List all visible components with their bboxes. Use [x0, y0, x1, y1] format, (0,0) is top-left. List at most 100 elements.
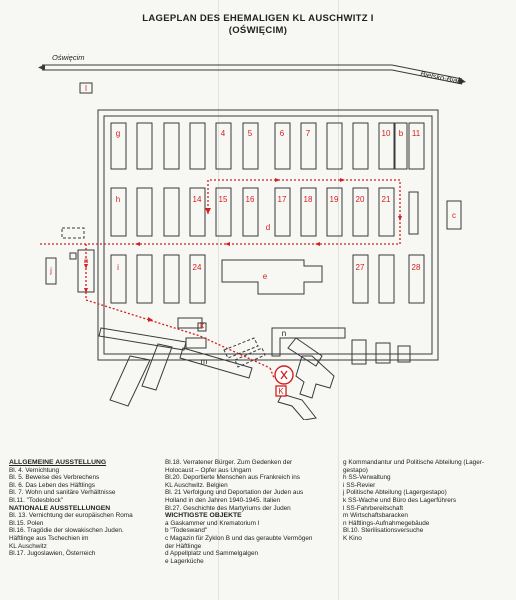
- map-label: n: [282, 329, 286, 338]
- arrow-left-icon: [38, 64, 45, 71]
- legend-item: Bl. 5. Beweise des Verbrechens: [9, 474, 100, 482]
- object-n-reception-building: [271, 327, 411, 420]
- map-label: k: [200, 321, 205, 330]
- map-label: 7: [306, 129, 311, 138]
- map-label: l: [85, 84, 87, 93]
- legend-heading-objects: WICHTIGSTE OBJEKTE: [165, 512, 242, 520]
- map-label: b: [399, 129, 404, 138]
- legend-item: Bl.16. Tragödie der slowakischen Juden.: [9, 527, 124, 535]
- map-label: 15: [219, 195, 228, 204]
- entrance-symbol-icon: [280, 370, 288, 380]
- legend-item: c Magazin für Zyklon B und das geraubte …: [165, 534, 313, 542]
- arrow-right-icon: [458, 77, 466, 84]
- legend-item: Bl.15. Polen: [9, 519, 44, 527]
- legend-item: KL Auschwitz: [9, 542, 47, 550]
- legend-item: Häftlinge aus Tschechien im: [9, 534, 89, 542]
- legend-list-national: Bl. 13. Vernichtung der europäischen Rom…: [9, 512, 133, 558]
- object-c-building: [446, 200, 462, 230]
- map-label: 21: [382, 195, 391, 204]
- legend-list-objects-cont: g Kommandantur und Politische Abteilung …: [343, 459, 484, 543]
- legend-item: j Politische Abteilung (Lagergestapo): [343, 489, 447, 497]
- demolished-building: [61, 227, 85, 239]
- visitor-route: [40, 179, 401, 379]
- legend-item: Holocaust – Opfer aus Ungarn: [165, 466, 252, 474]
- legend-item: K Kino: [343, 534, 362, 542]
- object-j-building: [45, 257, 57, 285]
- road-label-bielsko-biala: Bielsko-Biała: [420, 69, 464, 86]
- legend-heading-national: NATIONALE AUSSTELLUNGEN: [9, 504, 111, 512]
- camp-kitchen-building: [221, 259, 323, 295]
- legend-item: i SS-Revier: [343, 481, 376, 489]
- legend-item: Holland in den Jahren 1940-1945. Italien: [165, 496, 281, 504]
- legend-item: Bl.18. Verratener Bürger. Zum Gedenken d…: [165, 459, 293, 466]
- object-l-building: [79, 82, 93, 94]
- map-label: m: [201, 357, 208, 366]
- map-label: 10: [382, 129, 391, 138]
- map-label: 11: [412, 129, 421, 138]
- map-label: g: [116, 129, 120, 138]
- legend-column-2: Bl.18. Verratener Bürger. Zum Gedenken d…: [165, 459, 312, 565]
- outer-fence: [97, 109, 439, 361]
- map-label: 20: [356, 195, 365, 204]
- map-label: 17: [278, 195, 287, 204]
- legend-item: g Kommandantur und Politische Abteilung …: [343, 459, 485, 466]
- legend-item: Bl. 13. Vernichtung der europäischen Rom…: [9, 512, 133, 520]
- map-label: 24: [193, 263, 202, 272]
- cinema-marker: [275, 385, 287, 397]
- legend-item: Bl.10. Sterilisationsversuche: [343, 527, 424, 535]
- map-label: 28: [412, 263, 421, 272]
- legend-item: Bl.20. Deportierte Menschen aus Frankrei…: [165, 474, 300, 482]
- map-label: 5: [248, 129, 253, 138]
- legend-item: Bl.17. Jugoslawien, Österreich: [9, 550, 96, 558]
- map-title: LAGEPLAN DES EHEMALIGEN KL AUSCHWITZ I (…: [0, 13, 516, 37]
- map-label: d: [266, 223, 270, 232]
- legend-column-3: g Kommandantur und Politische Abteilung …: [343, 459, 484, 543]
- map-label: 14: [193, 195, 202, 204]
- inner-fence: [103, 115, 433, 355]
- legend-item: l SS-Fahrbereitschaft: [343, 504, 404, 512]
- map-label: j: [49, 266, 52, 275]
- blocks-top-row: [110, 122, 425, 170]
- blocks-bottom-row: [110, 254, 425, 304]
- legend-item: KL Auschwitz. Belgien: [165, 481, 228, 489]
- road-label-oswiecim: Oświęcim: [52, 53, 85, 62]
- map-label: 18: [304, 195, 313, 204]
- legend-item: Bl.27. Geschichte des Martyriums der Jud…: [165, 504, 291, 512]
- legend-item: der Häftlinge: [165, 542, 202, 550]
- economic-barracks: [98, 317, 253, 407]
- legend-item: gestapo): [343, 466, 368, 474]
- map-label: 16: [246, 195, 255, 204]
- paper-fold-line: [338, 0, 339, 600]
- legend-column-1: ALLGEMEINE AUSSTELLUNG Bl. 4. Vernichtun…: [9, 459, 133, 558]
- map-label: 4: [221, 129, 226, 138]
- legend-heading-general: ALLGEMEINE AUSSTELLUNG: [9, 459, 107, 466]
- legend-item: Bl.11. "Todesblock": [9, 496, 64, 504]
- route-arrows: [84, 178, 402, 322]
- map-label: K: [278, 387, 284, 396]
- map-label: a: [84, 256, 89, 265]
- camp-site-plan: g456710b11h1415161718192021i242728lcdjae…: [38, 53, 466, 420]
- legend-item: a Gaskammer und Krematorium I: [165, 519, 260, 527]
- dashed-barracks: [223, 337, 266, 368]
- legend-item: n Häftlings-Aufnahmegebäude: [343, 519, 430, 527]
- title-line-2: (OŚWIĘCIM): [228, 25, 288, 36]
- map-label: 6: [280, 129, 285, 138]
- legend-item: Bl. 6. Das Leben des Häftlings: [9, 481, 95, 489]
- map-label: 27: [356, 263, 365, 272]
- legend-item: e Lagerküche: [165, 557, 204, 565]
- map-label: 19: [330, 195, 339, 204]
- small-hut: [69, 252, 77, 260]
- legend-list-national-cont: Bl.18. Verratener Bürger. Zum Gedenken d…: [165, 459, 312, 512]
- legend-item: b "Todeswand": [165, 527, 208, 535]
- map-label: c: [452, 211, 456, 220]
- legend-item: h SS-Verwaltung: [343, 474, 391, 482]
- road-oswiecim: [38, 64, 230, 71]
- map-label: i: [117, 263, 119, 272]
- blocks-middle-row: [110, 187, 419, 237]
- map-label: h: [116, 195, 120, 204]
- legend-item: m Wirtschaftsbaracken: [343, 512, 408, 520]
- paper-fold-line: [218, 0, 219, 600]
- legend-item: Bl. 4. Vernichtung: [9, 466, 60, 474]
- legend-item: Bl. 21 Verfolgung und Deportation der Ju…: [165, 489, 304, 497]
